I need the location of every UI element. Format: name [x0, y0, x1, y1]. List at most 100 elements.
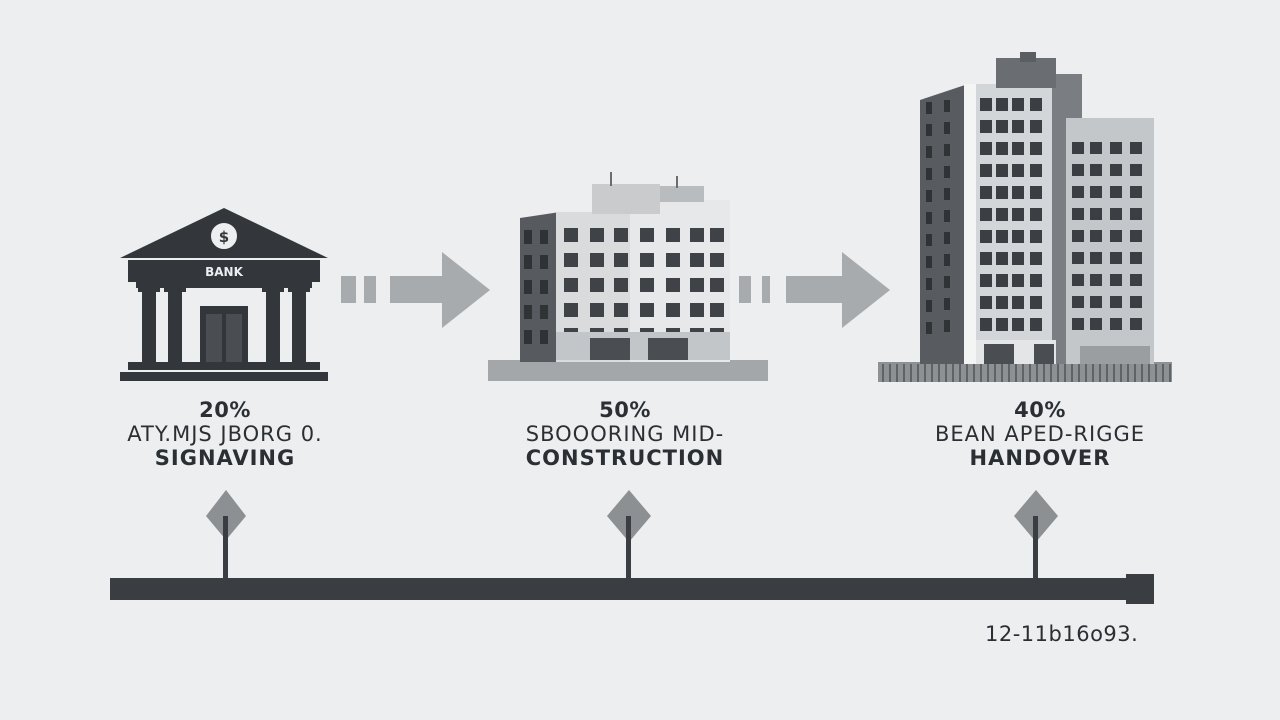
window [1012, 186, 1024, 199]
window [944, 122, 950, 134]
window [710, 303, 724, 317]
window [690, 278, 704, 292]
stage-label-1: 20% ATY.MJS JBORG 0. SIGNAVING [100, 398, 350, 470]
window [690, 228, 704, 242]
window [973, 364, 975, 382]
window [1072, 208, 1084, 220]
window [1030, 296, 1042, 309]
window [966, 364, 968, 382]
window [1012, 208, 1024, 221]
window [1090, 186, 1102, 198]
window [944, 100, 950, 112]
window [1110, 318, 1122, 330]
window [564, 278, 578, 292]
window [1012, 296, 1024, 309]
window [1012, 318, 1024, 331]
window [1057, 364, 1059, 382]
stage-label-3: 40% BEAN APED-RIGGE HANDOVER [905, 398, 1175, 470]
window [540, 255, 548, 269]
stage-percent: 20% [199, 398, 251, 422]
mid-construction-building-icon [488, 172, 768, 381]
window [924, 364, 926, 382]
window [944, 166, 950, 178]
window [1072, 318, 1084, 330]
completed-tower-icon [878, 52, 1172, 382]
window [1030, 120, 1042, 133]
window [640, 303, 654, 317]
window [1012, 142, 1024, 155]
window [614, 228, 628, 242]
window [944, 232, 950, 244]
timeline-marker-1 [206, 490, 246, 578]
window [1012, 274, 1024, 287]
window [1090, 318, 1102, 330]
window [903, 364, 905, 382]
window [1022, 364, 1024, 382]
window [1030, 230, 1042, 243]
window [1071, 364, 1073, 382]
window [1030, 274, 1042, 287]
window [1130, 274, 1142, 286]
stage-percent: 50% [599, 398, 651, 422]
window [926, 212, 932, 224]
window [640, 278, 654, 292]
window [1141, 364, 1143, 382]
window [980, 164, 992, 177]
bank-emblem-icon [209, 221, 239, 251]
window [540, 305, 548, 319]
window [996, 208, 1008, 221]
window [996, 120, 1008, 133]
window [944, 276, 950, 288]
window [690, 303, 704, 317]
window [1127, 364, 1129, 382]
window [666, 303, 680, 317]
window [590, 303, 604, 317]
window [710, 228, 724, 242]
window [1012, 120, 1024, 133]
stage-line1: SBOOORING MID- [525, 422, 725, 446]
window [1072, 296, 1084, 308]
window [614, 278, 628, 292]
window [1012, 98, 1024, 111]
window [1155, 364, 1157, 382]
window [952, 364, 954, 382]
window [980, 120, 992, 133]
window [614, 303, 628, 317]
window [1130, 252, 1142, 264]
window [944, 210, 950, 222]
window [1148, 364, 1150, 382]
window [926, 278, 932, 290]
window [938, 364, 940, 382]
window [980, 186, 992, 199]
window [944, 320, 950, 332]
window [640, 228, 654, 242]
window [1001, 364, 1003, 382]
window [926, 146, 932, 158]
window [1130, 230, 1142, 242]
window [917, 364, 919, 382]
window [994, 364, 996, 382]
bank-building-icon: $ BANK [120, 208, 328, 381]
window [1110, 296, 1122, 308]
window [944, 254, 950, 266]
window [1130, 164, 1142, 176]
window [926, 168, 932, 180]
window [564, 253, 578, 267]
window [1113, 364, 1115, 382]
window [980, 296, 992, 309]
progress-arrow-1 [341, 252, 490, 328]
window [1110, 252, 1122, 264]
window [996, 318, 1008, 331]
window [1012, 230, 1024, 243]
window [1092, 364, 1094, 382]
stage-percent: 40% [1014, 398, 1066, 422]
window [1090, 208, 1102, 220]
window [540, 280, 548, 294]
window [980, 230, 992, 243]
window [1099, 364, 1101, 382]
window [1030, 164, 1042, 177]
window [640, 253, 654, 267]
window [564, 303, 578, 317]
window [1030, 142, 1042, 155]
